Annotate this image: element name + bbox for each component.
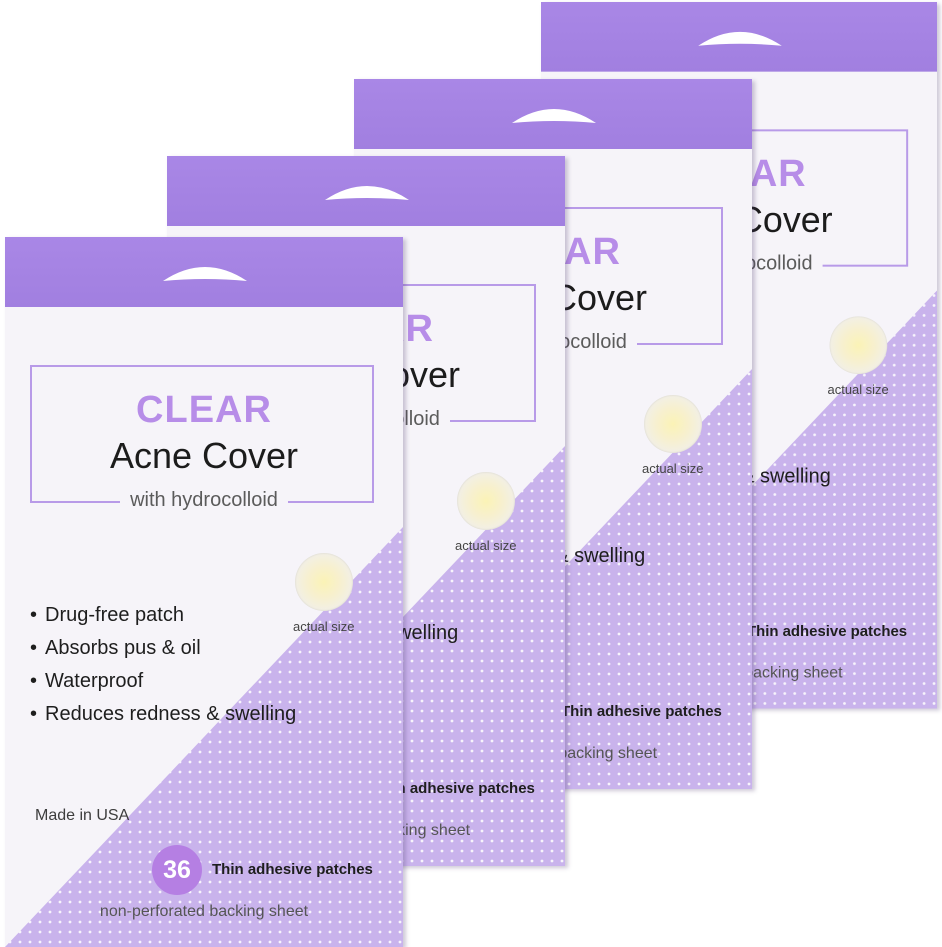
origin-label: Made in USA [35,807,130,824]
brand-line: CLEAR [136,389,272,431]
patch-sample-icon [295,553,353,611]
count-label: Thin adhesive patches [212,861,373,878]
feature-item: Drug-free patch [30,599,296,632]
count-label: Thin adhesive patches [374,780,535,797]
patch-sample-icon [644,395,702,453]
count-label: Thin adhesive patches [561,703,722,720]
product-pack-1: CLEAR Acne Cover with hydrocolloid actua… [5,237,403,947]
product-subtitle: with hydrocolloid [120,489,288,511]
feature-list: Drug-free patch Absorbs pus & oil Waterp… [30,599,296,731]
title-frame [30,365,374,503]
feature-item: Waterproof [30,665,296,698]
patch-caption: actual size [827,382,889,398]
feature-item: Absorbs pus & oil [30,632,296,665]
count-label: Thin adhesive patches [746,622,908,640]
count-badge: 36 [152,845,202,895]
patch-caption: actual size [293,619,355,634]
product-name: Acne Cover [109,435,299,476]
backing-label: non-perforated backing sheet [99,903,309,920]
patch-caption: actual size [455,538,517,553]
patch-sample-icon [829,316,888,375]
patch-sample-icon [457,472,515,530]
dot-pattern [5,527,403,947]
patch-caption: actual size [642,461,704,476]
feature-item: Reduces redness & swelling [30,698,296,731]
